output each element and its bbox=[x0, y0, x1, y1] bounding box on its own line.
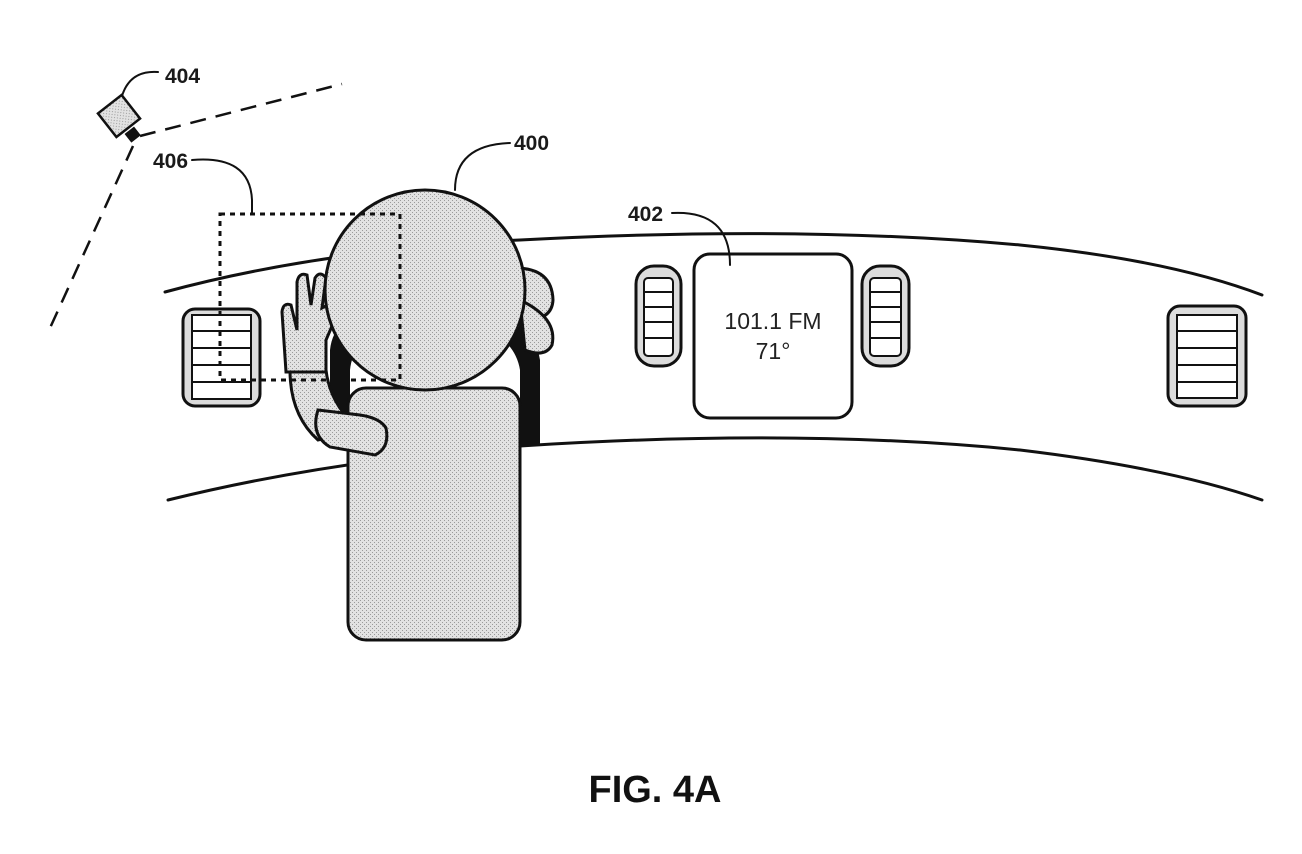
center-right-air-vent bbox=[860, 264, 911, 368]
leader-404 bbox=[121, 70, 159, 97]
gesture-detection-zone bbox=[218, 212, 402, 382]
display-line-1: 101.1 FM bbox=[724, 308, 821, 334]
leader-402 bbox=[671, 211, 731, 266]
infotainment-display: 101.1 FM 71° bbox=[692, 252, 854, 420]
display-line-2: 71° bbox=[756, 338, 791, 364]
ref-label-400: 400 bbox=[514, 132, 549, 155]
camera-fov-line-upper bbox=[139, 82, 343, 138]
ref-label-406: 406 bbox=[153, 150, 188, 173]
ref-label-404: 404 bbox=[165, 65, 200, 88]
camera-icon bbox=[96, 93, 142, 143]
ref-label-402: 402 bbox=[628, 203, 663, 226]
dashboard-bottom-edge bbox=[166, 436, 1264, 502]
leader-406 bbox=[191, 158, 253, 215]
camera-fov-line-lower bbox=[48, 145, 135, 329]
figure-caption: FIG. 4A bbox=[588, 769, 721, 811]
driver-figure bbox=[280, 188, 555, 642]
leader-400 bbox=[454, 142, 511, 191]
right-air-vent bbox=[1166, 304, 1248, 408]
center-left-air-vent bbox=[634, 264, 683, 368]
